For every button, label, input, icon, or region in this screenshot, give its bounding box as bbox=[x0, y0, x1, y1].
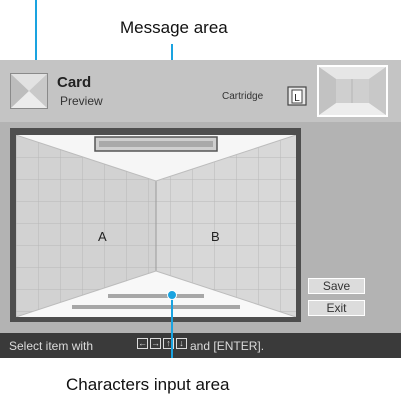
cartridge-icon: L bbox=[287, 86, 307, 106]
header-bar: Card Preview Cartridge L bbox=[0, 60, 401, 122]
characters-input-line-2 bbox=[72, 305, 240, 309]
arrow-keys: ← → ↑ ↓ bbox=[137, 338, 187, 349]
right-arrow-icon: → bbox=[150, 338, 161, 349]
characters-input-line-1 bbox=[108, 294, 204, 298]
panel-label-a: A bbox=[98, 229, 107, 244]
preview-screen: Card Preview Cartridge L bbox=[0, 60, 401, 358]
cartridge-icon-letter: L bbox=[294, 93, 300, 104]
characters-input-area-label: Characters input area bbox=[66, 375, 230, 394]
save-button[interactable]: Save bbox=[308, 278, 365, 294]
panel-label-b: B bbox=[211, 229, 220, 244]
callout-line-input bbox=[171, 298, 173, 358]
up-arrow-icon: ↑ bbox=[163, 338, 174, 349]
page-title: Card bbox=[57, 74, 92, 91]
message-area-label: Message area bbox=[120, 18, 228, 37]
status-suffix: and [ENTER]. bbox=[190, 339, 265, 353]
card-preview-panel: A B bbox=[10, 128, 301, 322]
exit-button[interactable]: Exit bbox=[308, 300, 365, 316]
mini-preview-thumbnail bbox=[317, 65, 388, 117]
down-arrow-icon: ↓ bbox=[176, 338, 187, 349]
page-subtitle: Preview bbox=[60, 94, 103, 108]
card-preview: A B bbox=[16, 135, 296, 317]
left-arrow-icon: ← bbox=[137, 338, 148, 349]
callout-dot-input bbox=[167, 290, 177, 300]
status-bar: Select item with ← → ↑ ↓ and [ENTER]. bbox=[0, 333, 401, 358]
cartridge-label: Cartridge bbox=[222, 91, 264, 102]
card-thumbnail-icon bbox=[10, 73, 48, 109]
status-prefix: Select item with bbox=[9, 339, 94, 353]
